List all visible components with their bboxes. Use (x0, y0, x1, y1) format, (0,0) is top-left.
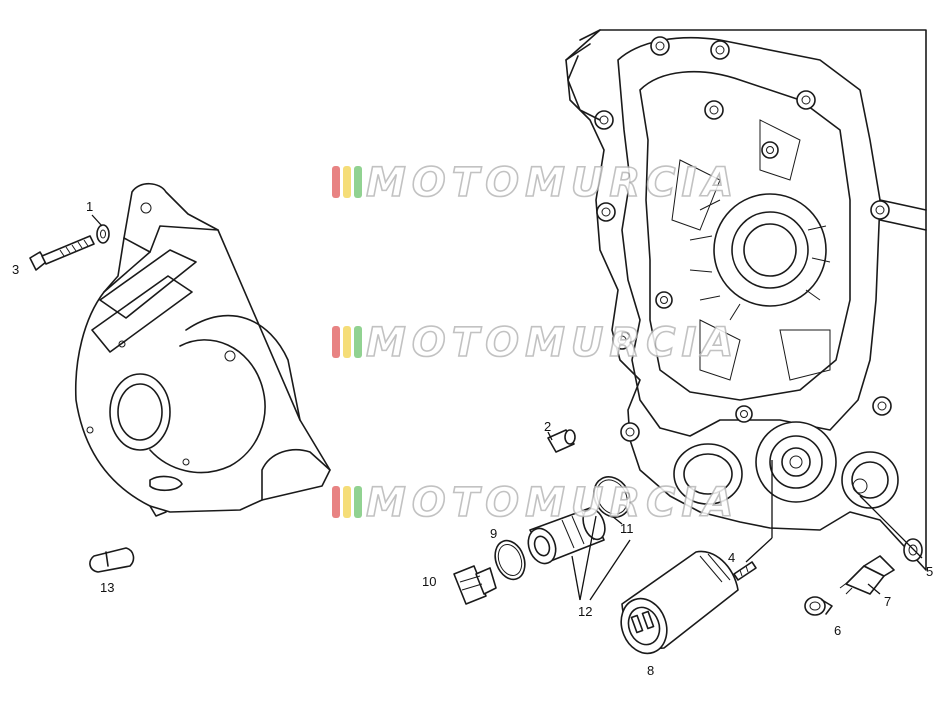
bolt-part-3 (29, 235, 95, 271)
oring-part-9 (494, 539, 526, 581)
watermark-text: MOTOMURCIA (366, 480, 739, 526)
crankcase (565, 29, 927, 571)
leader-lines (91, 214, 923, 601)
callout-12: 12 (578, 604, 592, 619)
sensor-part-7 (839, 555, 895, 595)
watermark-top: MOTOMURCIA (332, 159, 739, 207)
callout-9: 9 (490, 526, 497, 541)
callout-4: 4 (728, 550, 735, 565)
watermark-bottom: MOTOMURCIA (332, 479, 739, 527)
side-cover (74, 182, 331, 517)
clip-part-13 (89, 547, 135, 573)
watermark-text: MOTOMURCIA (366, 320, 739, 366)
callout-labels: 1 2 3 4 5 6 7 8 9 10 11 12 13 (12, 199, 933, 678)
filter-seat (673, 421, 899, 509)
oil-filter-part-8 (620, 550, 739, 655)
oring-part-11 (593, 476, 631, 518)
drain-plug-part-10 (453, 565, 497, 605)
stud-part-4 (733, 561, 757, 581)
callout-7: 7 (884, 594, 891, 609)
callout-6: 6 (834, 623, 841, 638)
callout-2: 2 (544, 419, 551, 434)
callout-5: 5 (926, 564, 933, 579)
callout-13: 13 (100, 580, 114, 595)
callout-11: 11 (620, 521, 634, 536)
clamp-part-6 (804, 596, 833, 616)
dowel-part-2 (547, 429, 576, 453)
washer-part-1 (96, 224, 110, 244)
watermark-text: MOTOMURCIA (366, 160, 739, 206)
callout-10: 10 (422, 574, 436, 589)
watermark-middle: MOTOMURCIA (332, 319, 739, 367)
callout-1: 1 (86, 199, 93, 214)
callout-8: 8 (647, 663, 654, 678)
strainer-part-12 (527, 507, 606, 565)
callout-3: 3 (12, 262, 19, 277)
